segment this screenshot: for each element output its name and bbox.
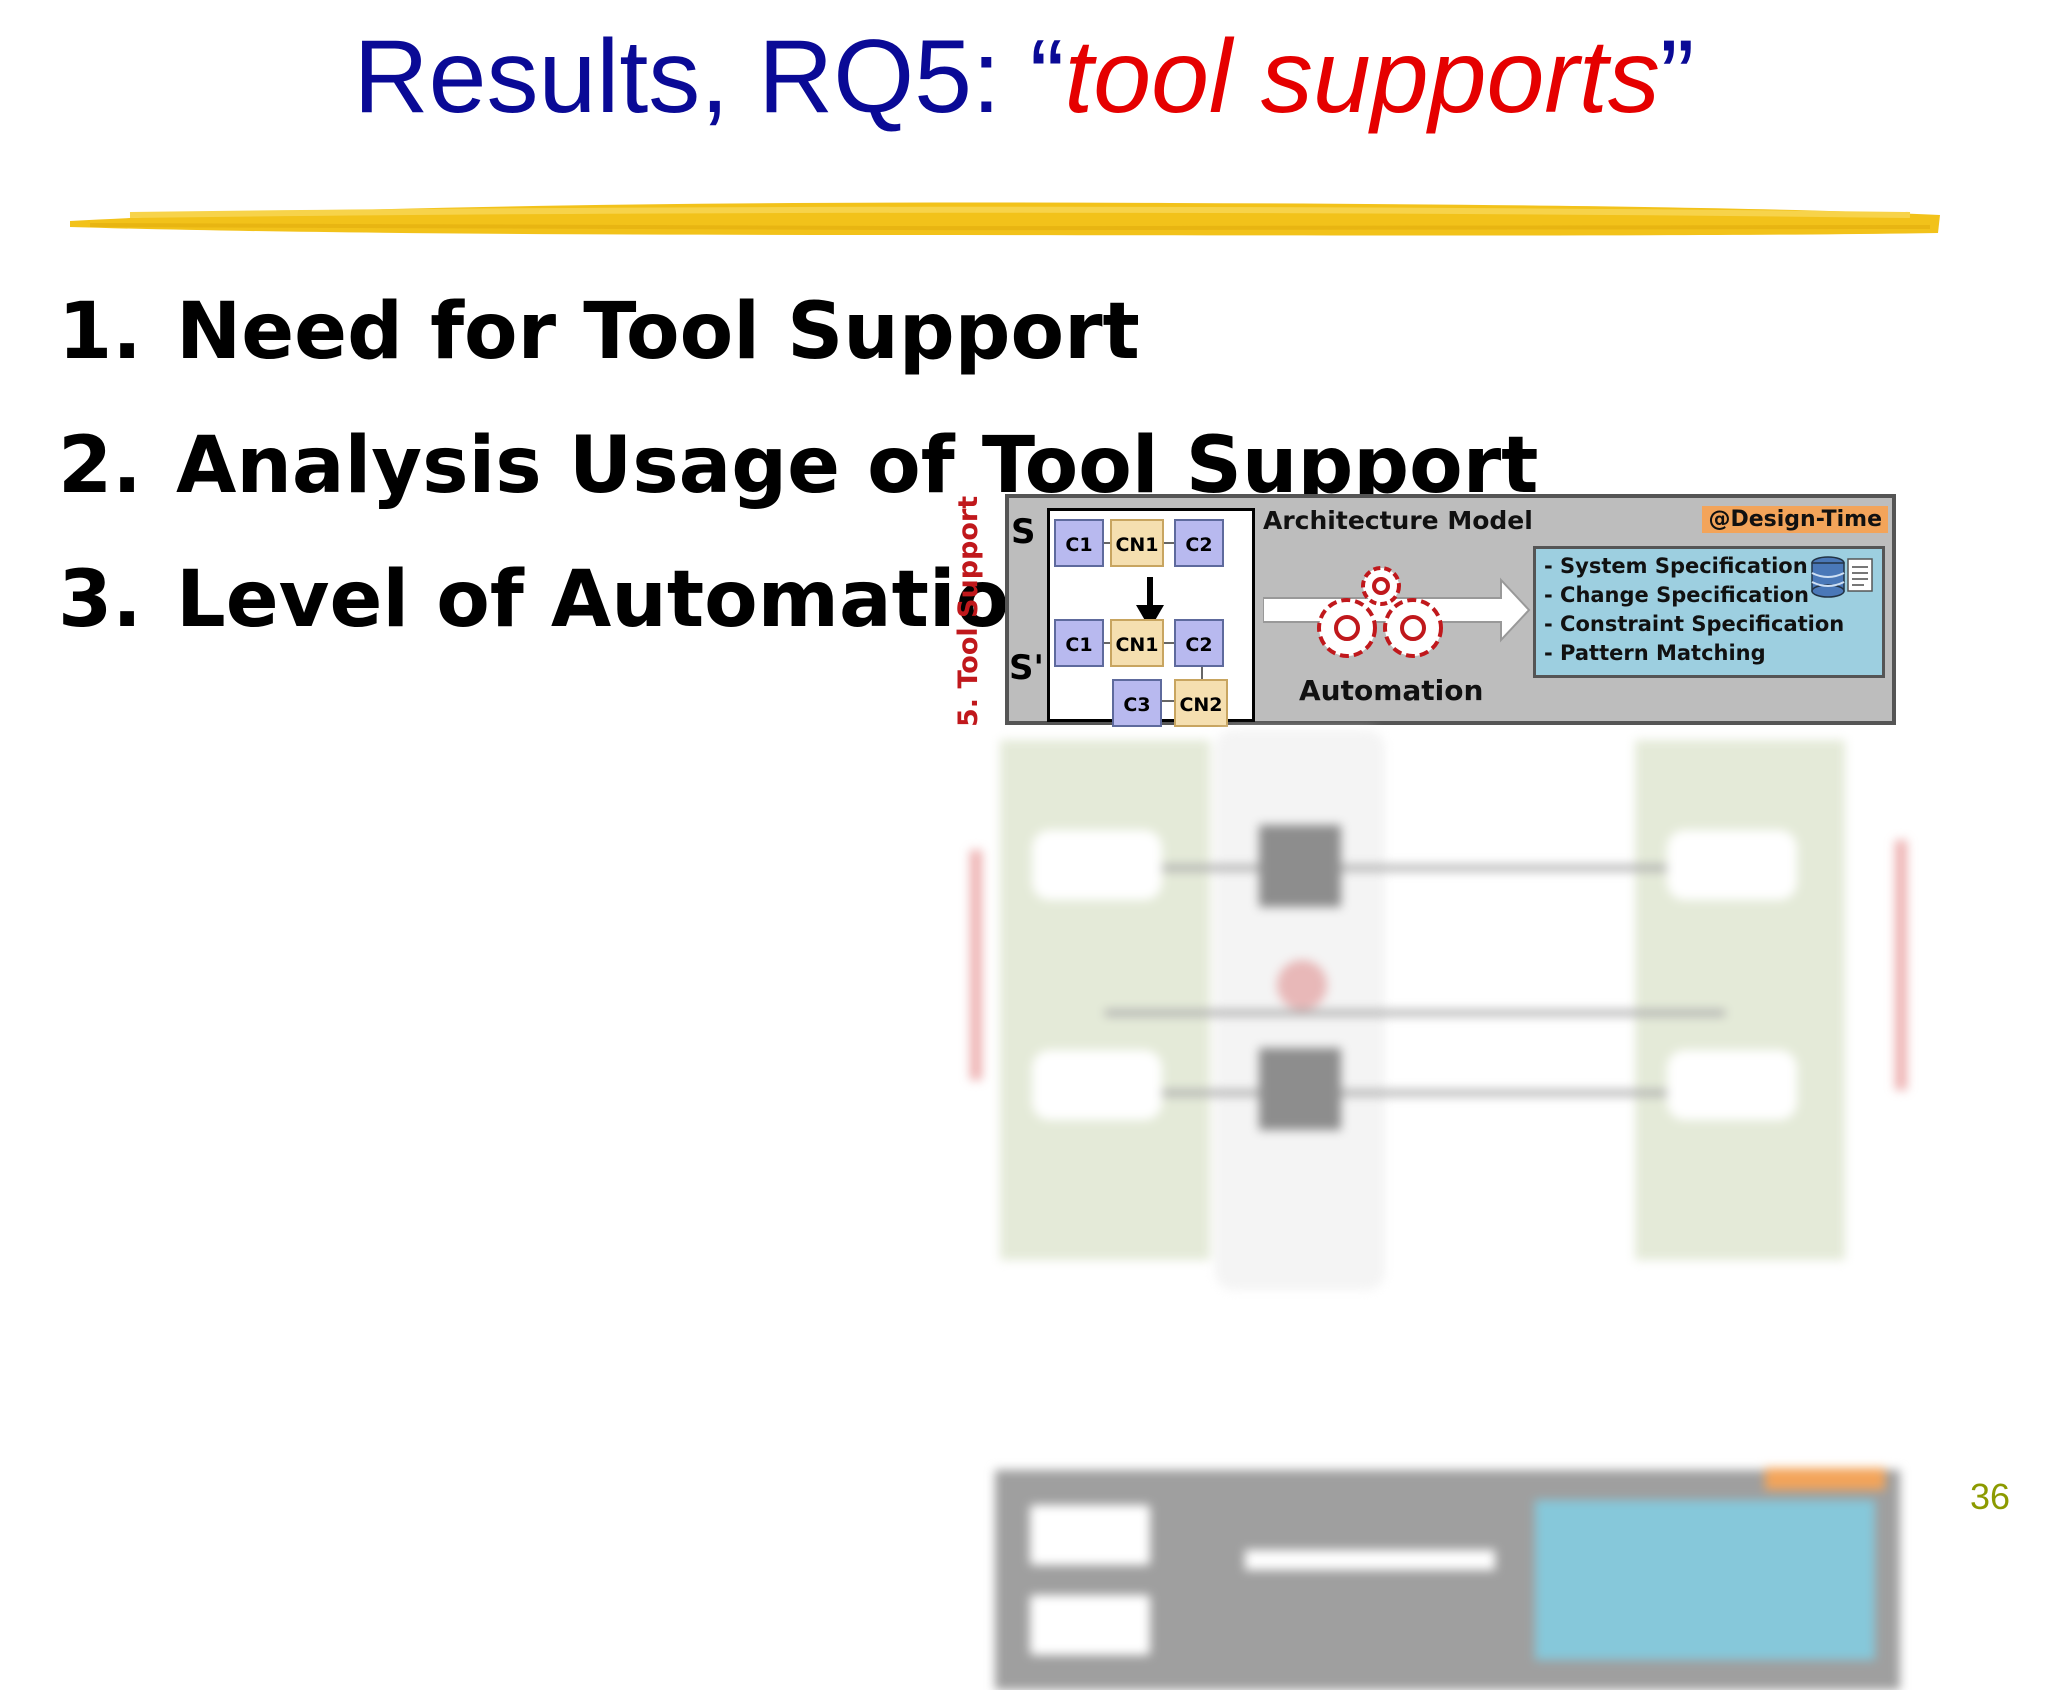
box-a	[1667, 830, 1797, 900]
running-system-panel	[1635, 740, 1845, 1260]
gears-arrow-icon	[1263, 566, 1531, 658]
reasoning-arrow	[1245, 1550, 1495, 1570]
box-s-prime	[1259, 1048, 1341, 1130]
specification-list: - System Specification - Change Specific…	[1533, 546, 1885, 678]
title-prefix: Results, RQ5: “	[353, 19, 1065, 135]
database-document-icon	[1811, 556, 1873, 598]
connector-line	[1105, 865, 1725, 871]
box-s	[1259, 825, 1341, 907]
connector-line	[1105, 1090, 1725, 1096]
box-r	[1030, 1595, 1150, 1655]
tool-support-diagram: 5. Tool Support S S' C1 CN1 C2 C1 CN1 C2…	[953, 490, 2035, 1690]
spec-item: - System Specification	[1544, 554, 1808, 578]
connector-cn2: CN2	[1174, 679, 1228, 727]
box-r-prime	[1032, 1050, 1162, 1120]
highlighter-stroke	[70, 202, 1940, 236]
architecture-model-title: Architecture Model	[1263, 506, 1533, 535]
tool-support-side-label: 5. Tool Support	[953, 495, 984, 727]
connector-cn1: CN1	[1110, 519, 1164, 567]
spec-item: - Pattern Matching	[1544, 641, 1766, 665]
box-r	[1032, 830, 1162, 900]
title-emphasis: tool supports	[1064, 19, 1660, 135]
connector-lines	[1102, 542, 1203, 702]
spec-item: - Constraint Specification	[1544, 612, 1845, 636]
title-suffix: ”	[1659, 19, 1695, 135]
spec-item: - Change Specification	[1544, 583, 1809, 607]
architecture-mini-diagram: C1 CN1 C2 C1 CN1 C2 C3 CN2	[1047, 508, 1255, 727]
component-c2: C2	[1174, 619, 1224, 667]
automation-label: Automation	[1299, 674, 1484, 707]
slide-title: Results, RQ5: “tool supports”	[0, 18, 2048, 137]
reasoning-list-box	[1535, 1500, 1875, 1660]
run-time-badge	[1765, 1468, 1885, 1490]
s-label: S	[1011, 512, 1036, 552]
blurred-side-label	[1895, 840, 1907, 1090]
list-item: 3.Level of Automation	[58, 555, 1065, 645]
component-c3: C3	[1112, 679, 1162, 727]
gear-icon	[1277, 960, 1327, 1010]
page-number: 36	[1969, 1476, 2010, 1517]
connector-cn1: CN1	[1110, 619, 1164, 667]
component-c1: C1	[1054, 519, 1104, 567]
blurred-side-label	[970, 850, 982, 1080]
component-c2: C2	[1174, 519, 1224, 567]
list-item: 1.Need for Tool Support	[58, 287, 1140, 377]
box-fsd	[1030, 1505, 1150, 1565]
s-prime-label: S'	[1009, 648, 1044, 688]
box-a-prime	[1667, 1050, 1797, 1120]
design-time-badge: @Design-Time	[1702, 506, 1888, 533]
architecture-model-panel: S S' C1 CN1 C2 C1 CN1 C2 C3 CN2 Architec…	[1005, 494, 1896, 727]
requirements-panel	[1000, 740, 1210, 1260]
blurred-framework-diagram	[955, 730, 2035, 1690]
component-c1: C1	[1054, 619, 1104, 667]
reasoning-panel	[995, 1468, 1900, 1690]
bullet-list: 1.Need for Tool Support 2.Analysis Usage…	[58, 272, 1538, 674]
connector-line	[1105, 1010, 1725, 1016]
